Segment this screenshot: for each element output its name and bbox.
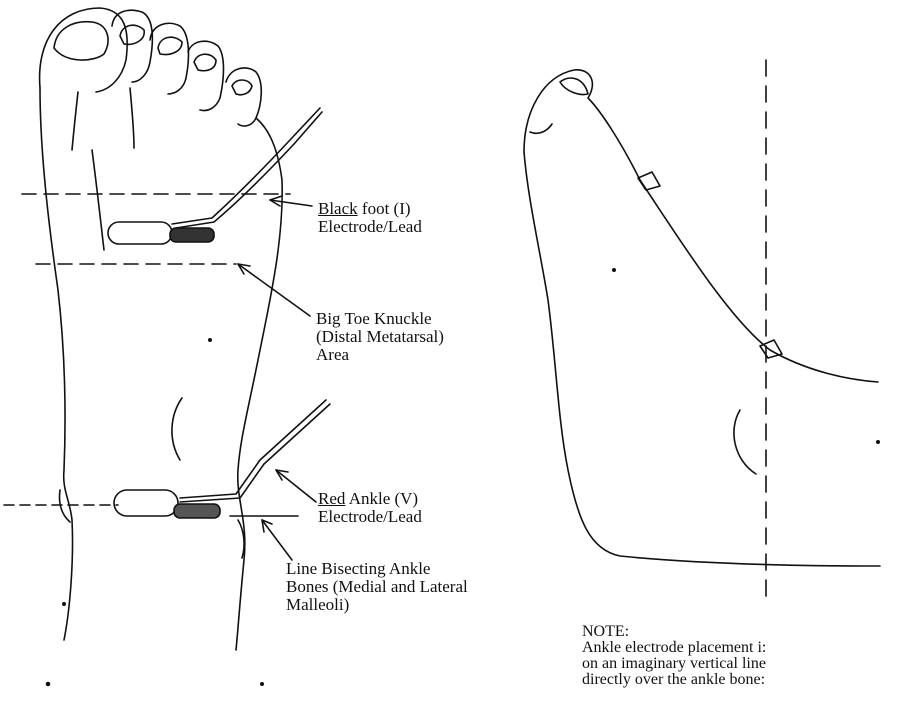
- ankle-bone-curve: [59, 490, 70, 522]
- toe-crease: [92, 150, 104, 250]
- red-electrode-label: Red Ankle (V) Electrode/Lead: [318, 490, 422, 526]
- side-toe-nail: [560, 78, 588, 95]
- side-electrode-tab: [760, 340, 782, 358]
- ankle-bone-curve: [172, 398, 182, 460]
- little-toe-nail: [232, 80, 252, 95]
- leader-arrows: [238, 196, 316, 560]
- knuckle-label: Big Toe Knuckle (Distal Metatarsal) Area: [316, 310, 444, 364]
- second-toe: [112, 10, 152, 82]
- side-sole: [524, 152, 880, 566]
- ankle-line-label: Line Bisecting Ankle Bones (Medial and L…: [286, 560, 468, 614]
- speck: [261, 683, 263, 685]
- side-toe-crease: [530, 124, 552, 133]
- black-electrode: [108, 108, 322, 244]
- black-electrode-label: Black foot (I) Electrode/Lead: [318, 200, 422, 236]
- third-toe-nail: [158, 37, 182, 54]
- speck: [47, 683, 50, 686]
- side-toe-top: [524, 70, 878, 382]
- speck: [877, 441, 879, 443]
- fourth-toe-nail: [194, 54, 216, 70]
- foot-top-view: [40, 8, 283, 686]
- note-block: NOTE: Ankle electrode placement i: on an…: [582, 624, 766, 688]
- big-toe-nail: [54, 22, 108, 60]
- speck: [613, 269, 615, 271]
- note-title: NOTE:: [582, 624, 766, 640]
- toe-crease: [72, 92, 78, 150]
- toe-crease: [130, 88, 134, 148]
- second-toe-nail: [120, 25, 144, 44]
- red-electrode: [114, 400, 330, 518]
- speck: [209, 339, 211, 341]
- side-ankle-bone: [734, 410, 756, 474]
- foot-outline-left: [40, 88, 73, 640]
- speck: [63, 603, 65, 605]
- third-toe: [150, 23, 188, 94]
- foot-side-view: [524, 70, 880, 566]
- fourth-toe: [188, 41, 224, 110]
